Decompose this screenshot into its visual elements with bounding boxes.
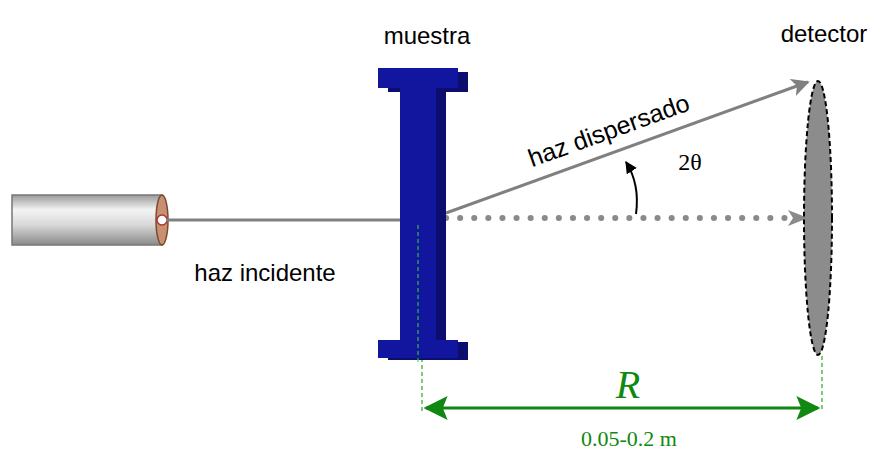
sample-node: muestra (358, 10, 496, 365)
dimension-symbol: R (616, 361, 640, 408)
tube-aperture (157, 215, 167, 225)
node-outline (752, 8, 888, 366)
angle-arc (626, 162, 637, 214)
detector-shape (804, 81, 832, 355)
source-tube (12, 195, 162, 245)
dimension-tick (821, 356, 822, 412)
sample-shape (378, 68, 458, 358)
angle-label: 2θ (678, 149, 702, 176)
detector-node: detector (752, 8, 896, 366)
direct-beam (446, 215, 800, 221)
edge-label: haz dispersado (524, 88, 693, 173)
beam-label: haz incidente (194, 259, 335, 287)
dimension-arrow (426, 407, 818, 410)
node-title: muestra (358, 22, 496, 50)
sample-centerline (418, 225, 419, 365)
node-title: detector (752, 20, 896, 48)
incident-beam (166, 219, 420, 222)
node-outline (358, 10, 488, 365)
scattered-beam (446, 82, 808, 213)
dimension-value: 0.05-0.2 m (578, 426, 680, 452)
